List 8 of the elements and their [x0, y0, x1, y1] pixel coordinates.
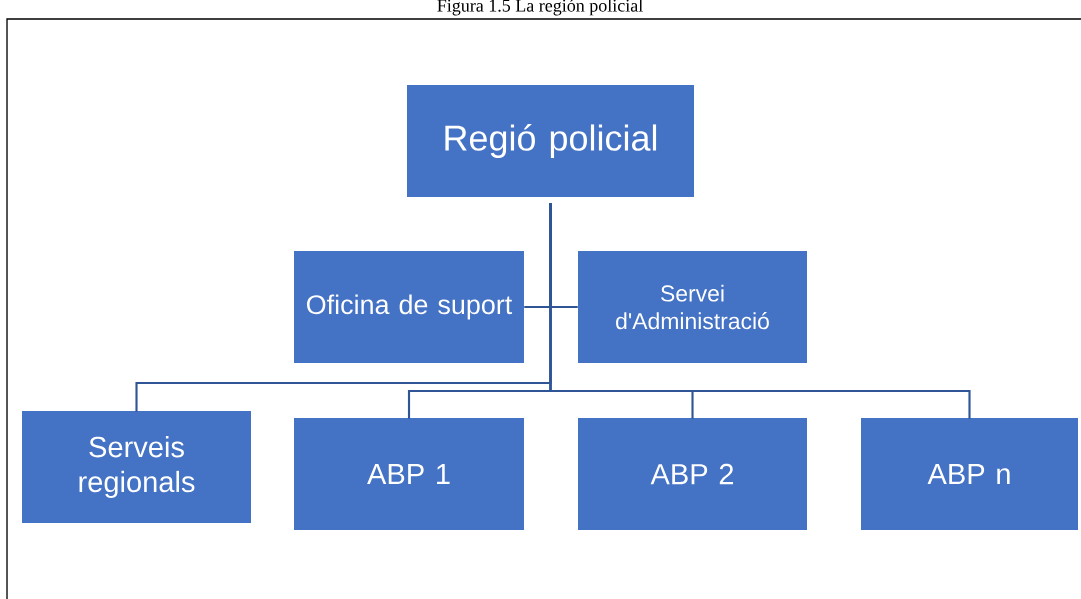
org-box: ABP 1 — [294, 418, 524, 530]
org-box: ABP 2 — [578, 418, 807, 530]
org-box: ABP n — [861, 418, 1078, 530]
org-box: Servei d'Administració — [578, 251, 807, 363]
org-box: Regió policial — [407, 85, 694, 197]
connector — [549, 203, 971, 419]
org-box: Oficina de suport — [294, 251, 524, 363]
org-box: Serveis regionals — [22, 411, 251, 523]
